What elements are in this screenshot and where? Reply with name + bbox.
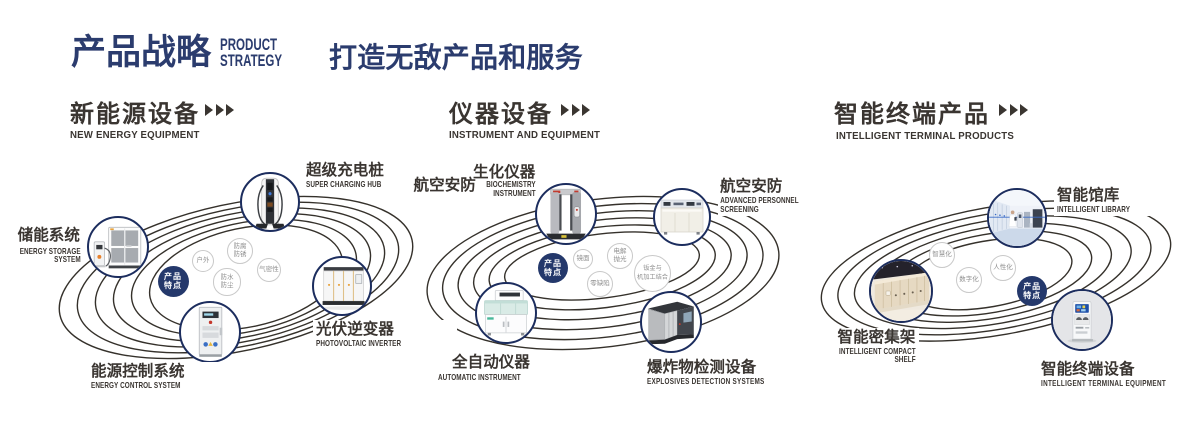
node-security-gate	[535, 183, 597, 245]
label-terminal-kiosk-zh: 智能终端设备	[1041, 360, 1135, 378]
feature-bubble-electropolish: 电解 抛光	[606, 242, 634, 270]
label-personnel-screening-zh: 航空安防	[717, 176, 786, 197]
feature-bubble-airtight: 气密性	[256, 257, 282, 283]
label-intelligent-library-zh: 智能馆库	[1057, 186, 1120, 204]
label-energy-control: 能源控制系统 ENERGY CONTROL SYSTEM	[88, 361, 232, 393]
energy-storage-cabinet-icon	[93, 226, 142, 269]
label-pv-inverter-en: PHOTOVOLTAIC INVERTER	[316, 337, 402, 348]
label-super-charger-en: SUPER CHARGING HUB	[306, 178, 382, 189]
section-subtitle-new-energy: NEW ENERGY EQUIPMENT	[70, 129, 200, 141]
page-title: 产品战略	[71, 33, 212, 72]
section-subtitle-instrument: INSTRUMENT AND EQUIPMENT	[449, 129, 601, 141]
compact-shelving-icon	[871, 261, 931, 321]
node-intelligent-library	[987, 188, 1047, 248]
label-automatic-instrument: 全自动仪器 AUTOMATIC INSTRUMENT	[438, 353, 573, 384]
label-automatic-instrument-en: AUTOMATIC INSTRUMENT	[438, 371, 521, 382]
label-biochemistry-side-zh: 航空安防	[413, 176, 476, 194]
node-energy-control	[179, 301, 241, 363]
section-title-intelligent-terminal: 智能终端产品	[834, 100, 990, 128]
label-explosives-detection: 爆炸物检测设备 EXPLOSIVES DETECTION SYSTEMS	[644, 357, 832, 389]
intelligent-library-room-icon	[989, 190, 1045, 246]
orbit-rings-new-energy	[58, 195, 414, 360]
feature-bubble-outdoor: 户外	[191, 249, 215, 273]
page-slogan: 打造无敌产品和服务	[329, 42, 583, 73]
chevron-triangle	[226, 104, 234, 116]
feature-bubble-anticorrosion: 防腐 防锈	[226, 237, 254, 265]
chevron-triangle	[1020, 104, 1028, 116]
node-super-charger	[240, 172, 300, 232]
label-explosives-detection-zh: 爆炸物检测设备	[647, 358, 757, 376]
label-automatic-instrument-zh: 全自动仪器	[452, 354, 531, 371]
feature-badge-new-energy: 产品 特点	[157, 265, 189, 297]
label-super-charger: 超级充电桩 SUPER CHARGING HUB	[303, 160, 429, 191]
label-pv-inverter: 光伏逆变器 PHOTOVOLTAIC INVERTER	[313, 319, 457, 350]
chevron-triangle	[571, 104, 580, 116]
label-personnel-screening-en: ADVANCED PERSONNEL SCREENING	[718, 194, 809, 216]
label-terminal-kiosk-en: INTELLIGENT TERMINAL EQUIPMENT	[1041, 378, 1167, 389]
feature-bubble-waterproof: 防水 防尘	[213, 268, 241, 296]
section-title-instrument: 仪器设备	[449, 100, 553, 128]
explosives-scanner-icon	[648, 301, 694, 345]
node-automatic-instrument	[475, 282, 537, 344]
triple-chevron-right-icon	[561, 104, 590, 116]
triple-chevron-right-icon	[205, 104, 234, 116]
section-title-new-energy: 新能源设备	[70, 100, 200, 128]
feature-bubble-humanized: 人性化	[990, 255, 1016, 281]
label-compact-shelf-en: INTELLIGENT COMPACT SHELF	[820, 344, 918, 367]
chevron-triangle	[582, 104, 590, 116]
triple-chevron-right-icon	[999, 104, 1028, 116]
super-charging-pile-icon	[254, 177, 286, 229]
label-compact-shelf-zh: 智能密集架	[834, 328, 919, 349]
node-compact-shelf	[869, 259, 933, 323]
feature-badge-instrument: 产品 特点	[538, 253, 568, 283]
label-energy-control-en: ENERGY CONTROL SYSTEM	[91, 380, 181, 391]
security-gate-icon	[546, 188, 586, 240]
node-terminal-kiosk	[1051, 289, 1113, 351]
label-intelligent-library: 智能馆库 INTELLIGENT LIBRARY	[1054, 185, 1185, 217]
chevron-triangle	[205, 104, 213, 116]
terminal-kiosk-icon	[1053, 291, 1111, 349]
label-terminal-kiosk: 智能终端设备 INTELLIGENT TERMINAL EQUIPMENT	[1038, 359, 1200, 391]
label-energy-control-zh: 能源控制系统	[91, 362, 185, 380]
label-energy-storage-en: ENERGY STORAGE SYSTEM	[11, 244, 83, 267]
label-intelligent-library-en: INTELLIGENT LIBRARY	[1057, 204, 1131, 215]
feature-bubble-sheetmetal: 钣金与 机加工结合	[634, 255, 671, 292]
feature-bubble-digital: 数字化	[956, 267, 982, 293]
label-biochemistry-zh: 生化仪器	[473, 163, 536, 181]
automatic-analyzer-icon	[484, 290, 528, 336]
label-explosives-detection-en: EXPLOSIVES DETECTION SYSTEMS	[647, 376, 765, 387]
page-title-en-line2: STRATEGY	[220, 51, 283, 70]
section-subtitle-intelligent-terminal: INTELLIGENT TERMINAL PRODUCTS	[836, 130, 1014, 142]
node-personnel-screening	[653, 188, 711, 246]
chevron-triangle	[1009, 104, 1018, 116]
feature-bubble-smart: 智慧化	[929, 242, 955, 268]
node-pv-inverter	[312, 256, 372, 316]
label-energy-storage-zh: 储能系统	[14, 225, 83, 246]
chevron-triangle	[999, 104, 1007, 116]
label-pv-inverter-zh: 光伏逆变器	[316, 320, 395, 338]
node-explosives-detection	[640, 291, 702, 353]
feature-badge-intelligent-terminal: 产品 特点	[1017, 276, 1048, 307]
feature-bubble-zerodefect: 零缺陷	[587, 271, 613, 297]
chevron-triangle	[215, 104, 224, 116]
feature-bubble-mirror: 镜面	[572, 248, 594, 270]
page-title-en-line1: PRODUCT	[220, 36, 278, 54]
label-biochemistry-en: BIOCHEMISTRY INSTRUMENT	[486, 179, 536, 198]
energy-control-cabinet-icon	[198, 306, 223, 357]
pv-inverter-cabinet-icon	[322, 267, 366, 310]
screening-analyzer-icon	[660, 199, 704, 235]
page-title-en: PRODUCT STRATEGY	[220, 36, 283, 70]
label-super-charger-zh: 超级充电桩	[306, 161, 385, 179]
node-energy-storage	[87, 216, 149, 278]
chevron-triangle	[561, 104, 569, 116]
